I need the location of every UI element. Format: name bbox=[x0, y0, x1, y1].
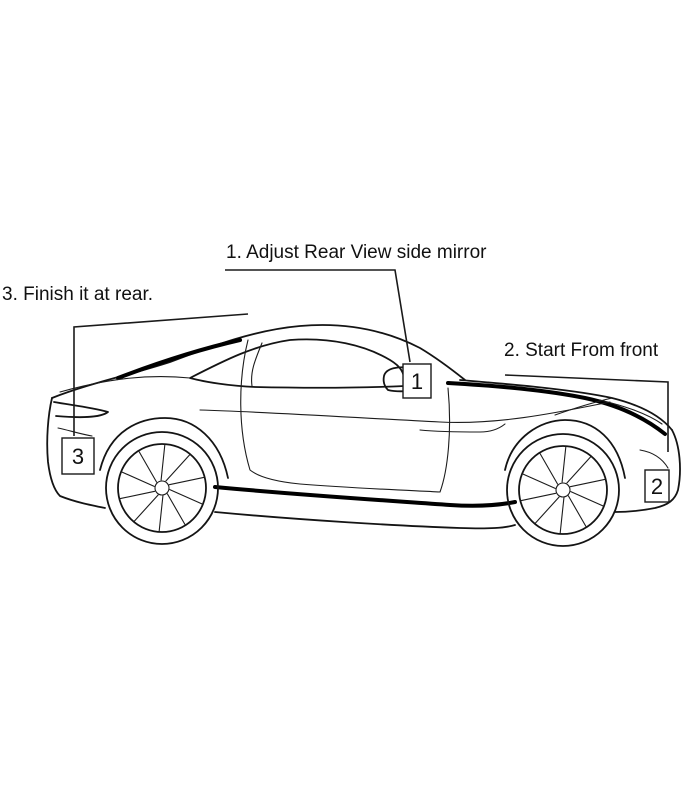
front-wheel-spoke bbox=[539, 453, 559, 485]
front-wheel-spoke bbox=[534, 496, 560, 524]
rear-wheel-spoke bbox=[158, 495, 164, 532]
front-wheel-spoke bbox=[567, 495, 587, 527]
front-wheel-spoke bbox=[559, 497, 565, 534]
marker-3: 3 bbox=[61, 437, 95, 475]
label-mirror: 1. Adjust Rear View side mirror bbox=[226, 242, 487, 263]
window-frame bbox=[189, 338, 406, 389]
rear-bumper bbox=[46, 397, 106, 509]
window-pillar bbox=[251, 342, 263, 387]
rear-wheel-spoke bbox=[121, 471, 155, 487]
marker-3-number: 3 bbox=[72, 444, 84, 469]
front-wheel-spoke bbox=[522, 473, 556, 489]
door-outline bbox=[240, 339, 451, 493]
leader-rear bbox=[73, 313, 249, 436]
rear-wheel-spoke bbox=[138, 451, 158, 483]
rear-wheel-arch bbox=[99, 417, 229, 479]
marker-2-number: 2 bbox=[651, 474, 663, 499]
leader-mirror bbox=[225, 269, 411, 363]
fender-line bbox=[554, 397, 613, 416]
side-skirt bbox=[213, 485, 517, 508]
rear-wheel-spoke bbox=[168, 476, 205, 486]
car-illustration bbox=[46, 324, 681, 547]
marker-2: 2 bbox=[644, 469, 670, 503]
leader-lines bbox=[73, 269, 669, 452]
leader-front bbox=[504, 374, 669, 452]
headlight bbox=[599, 399, 663, 425]
door-handle bbox=[419, 423, 506, 433]
front-wheel bbox=[506, 433, 620, 547]
rear-wheel-spoke bbox=[165, 454, 191, 482]
rear-wheel bbox=[105, 431, 219, 545]
rear-wheel-spoke bbox=[133, 494, 159, 522]
front-bumper bbox=[614, 429, 681, 513]
rear-trim bbox=[57, 427, 93, 437]
front-wheel-spoke bbox=[570, 491, 604, 507]
rear-wheel-spoke bbox=[169, 489, 203, 505]
front-wheel-spoke bbox=[566, 456, 592, 484]
label-rear: 3. Finish it at rear. bbox=[2, 284, 153, 305]
taillight bbox=[53, 401, 109, 419]
body-crease bbox=[199, 401, 611, 423]
marker-1-number: 1 bbox=[411, 369, 423, 394]
label-front: 2. Start From front bbox=[504, 340, 659, 361]
lower-body-line bbox=[214, 511, 516, 530]
roof-stripe bbox=[116, 338, 242, 380]
hood-stripe bbox=[446, 381, 667, 436]
rear-wheel-spoke bbox=[160, 444, 166, 481]
front-wheel-spoke bbox=[569, 478, 606, 488]
hood-line bbox=[459, 379, 673, 431]
marker-1: 1 bbox=[402, 363, 432, 399]
rear-deck-line bbox=[59, 375, 191, 393]
rear-wheel-spoke bbox=[119, 490, 156, 500]
front-wheel-spoke bbox=[520, 492, 557, 502]
front-intake bbox=[639, 449, 669, 469]
front-wheel-spoke bbox=[561, 446, 567, 483]
front-wheel-arch bbox=[504, 419, 626, 479]
rear-wheel-spoke bbox=[166, 493, 186, 525]
